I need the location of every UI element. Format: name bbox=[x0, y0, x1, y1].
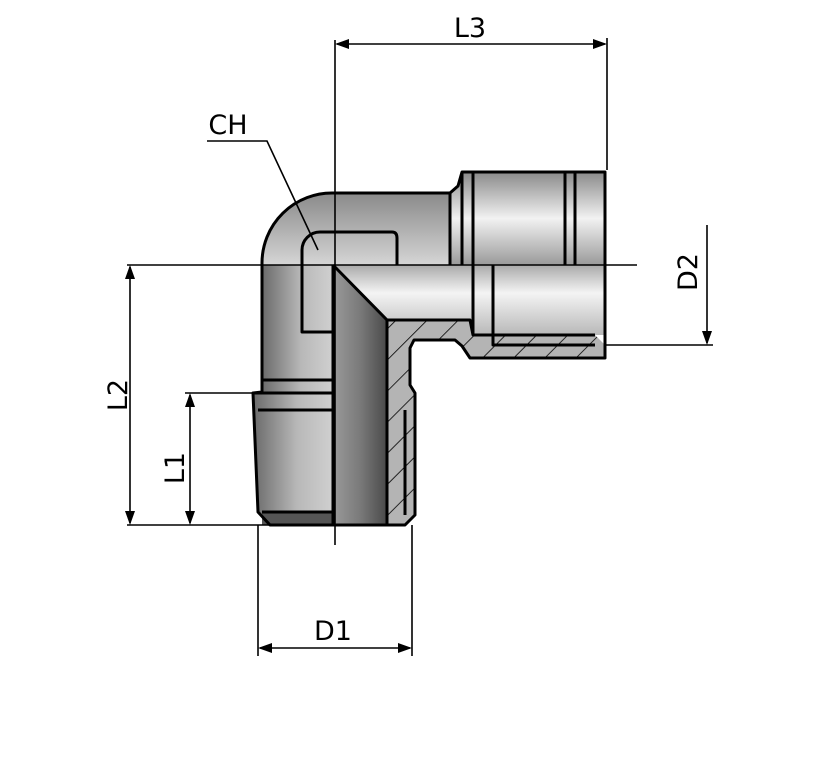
dimension-l1: L1 bbox=[160, 392, 255, 525]
label-l2: L2 bbox=[103, 379, 134, 411]
label-ch: CH bbox=[208, 110, 247, 141]
dimension-l2: L2 bbox=[103, 265, 335, 526]
dimension-d2: D2 bbox=[605, 225, 713, 346]
fitting-body bbox=[251, 170, 607, 527]
label-l3: L3 bbox=[454, 13, 486, 44]
dimension-d1: D1 bbox=[257, 525, 413, 656]
dimension-l3: L3 bbox=[335, 13, 608, 170]
label-d2: D2 bbox=[673, 253, 704, 291]
label-d1: D1 bbox=[314, 616, 352, 647]
label-l1: L1 bbox=[160, 452, 191, 484]
dimension-ch: CH bbox=[207, 110, 319, 251]
centerlines bbox=[127, 40, 637, 545]
